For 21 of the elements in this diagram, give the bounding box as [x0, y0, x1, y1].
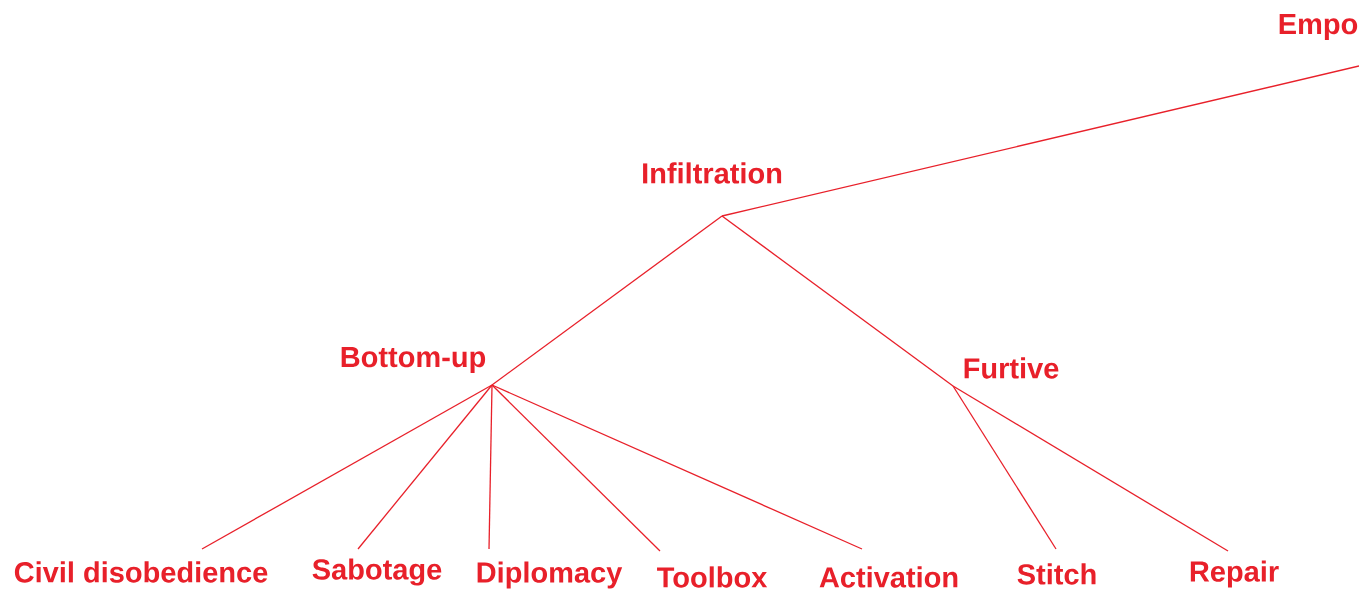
branch-line — [952, 385, 1057, 550]
node-label: Activation — [819, 566, 958, 588]
node-label: Furtive — [964, 357, 1059, 379]
branch-line — [491, 384, 661, 552]
branch-line — [721, 65, 1359, 217]
branch-line — [357, 384, 493, 550]
node-label: Repair — [1190, 560, 1279, 588]
branch-line — [491, 384, 863, 550]
branch-line — [721, 215, 954, 387]
node-label: Toolbox — [657, 566, 768, 588]
node-label: Diplomacy — [477, 561, 623, 589]
node-label: Sabotage — [312, 558, 442, 586]
branch-line — [488, 384, 493, 550]
node-label: Infiltration — [643, 162, 782, 184]
node-label: Bottom-up — [341, 347, 486, 373]
node-label: Civil disobedience — [14, 561, 268, 583]
node-label: Stitch — [1017, 563, 1096, 585]
branch-line — [952, 385, 1229, 552]
branch-line — [491, 215, 723, 386]
branch-line — [201, 384, 493, 550]
node-label: Empo — [1279, 14, 1358, 40]
